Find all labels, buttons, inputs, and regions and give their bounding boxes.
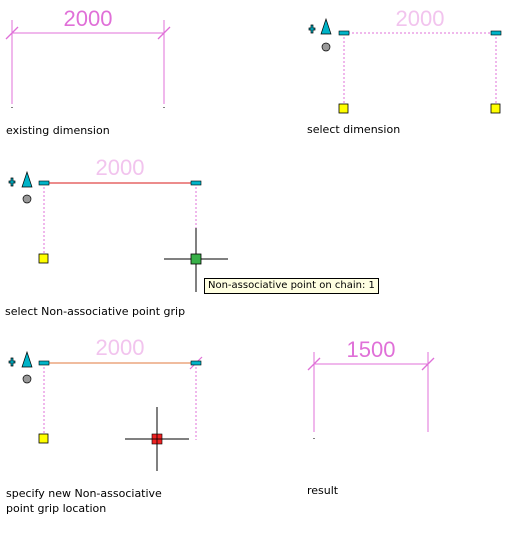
- grip-endpoint-left[interactable]: [38, 360, 50, 366]
- grip-point-left[interactable]: [38, 433, 49, 444]
- tick-mark-right: [157, 26, 171, 40]
- panel-specify-location: 2000: [8, 335, 203, 471]
- point-marker-right: [163, 107, 165, 108]
- grip-point-hover[interactable]: [190, 253, 202, 265]
- tick-mark-left: [5, 26, 19, 40]
- dimension-2000-selected: 2000: [43, 155, 197, 254]
- triangle-grip-icon[interactable]: [320, 17, 332, 35]
- panel-select-grip: 2000: [8, 155, 228, 292]
- circle-grip-icon[interactable]: [321, 42, 331, 52]
- tick-mark-right: [421, 357, 435, 371]
- grip-tooltip: Non-associative point on chain: 1: [204, 278, 379, 294]
- triangle-grip-icon[interactable]: [21, 170, 33, 188]
- dimension-2000-stretching: 2000: [43, 335, 203, 440]
- dimension-text: 2000: [396, 6, 445, 31]
- add-vertex-grip-icon[interactable]: [8, 357, 16, 367]
- panel-existing-dimension: 2000: [5, 6, 171, 108]
- caption-specify-location-line1: specify new Non-associative: [6, 487, 162, 500]
- grip-endpoint-right[interactable]: [490, 30, 502, 36]
- add-vertex-grip-icon[interactable]: [8, 177, 16, 187]
- dimension-text: 2000: [96, 155, 145, 180]
- point-marker-left: [11, 107, 13, 108]
- grip-point-right[interactable]: [490, 103, 501, 114]
- add-vertex-grip-icon[interactable]: [308, 24, 316, 34]
- grip-point-left[interactable]: [338, 103, 349, 114]
- dimension-1500: 1500: [307, 337, 435, 432]
- tick-mark-left: [307, 357, 321, 371]
- dimension-text: 2000: [64, 6, 113, 31]
- panel-select-dimension: 2000: [308, 6, 502, 114]
- dimension-2000: 2000: [5, 6, 171, 104]
- grip-endpoint-left[interactable]: [338, 30, 350, 36]
- caption-select-dimension: select dimension: [307, 123, 401, 136]
- grip-point-left[interactable]: [38, 253, 49, 264]
- point-marker-left: [313, 438, 315, 439]
- caption-specify-location-line2: point grip location: [6, 502, 107, 515]
- grip-endpoint-right[interactable]: [190, 180, 202, 186]
- circle-grip-icon[interactable]: [22, 194, 32, 204]
- caption-select-grip: select Non-associative point grip: [5, 305, 186, 318]
- caption-result: result: [307, 484, 339, 497]
- panel-result: 1500: [307, 337, 435, 439]
- dimension-2000-selected: 2000: [343, 6, 497, 104]
- caption-existing-dimension: existing dimension: [6, 124, 110, 137]
- dimension-text: 2000: [96, 335, 145, 360]
- circle-grip-icon[interactable]: [22, 374, 32, 384]
- grip-endpoint-left[interactable]: [38, 180, 50, 186]
- triangle-grip-icon[interactable]: [21, 350, 33, 368]
- dimension-text: 1500: [347, 337, 396, 362]
- grip-endpoint-right[interactable]: [190, 360, 202, 366]
